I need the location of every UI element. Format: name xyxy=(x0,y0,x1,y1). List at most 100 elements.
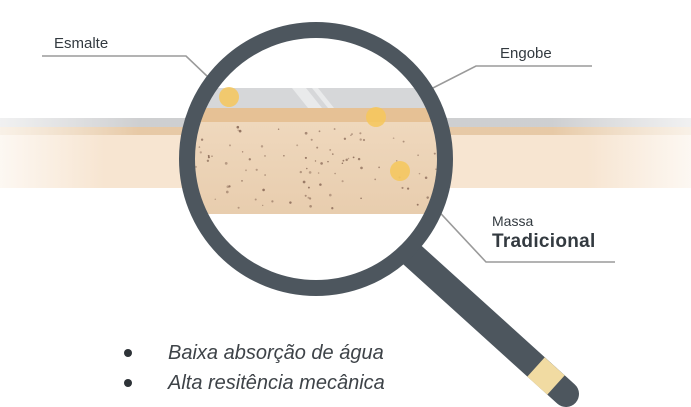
bullet-dot xyxy=(124,379,132,387)
speckle xyxy=(237,206,240,209)
esmalte-label: Esmalte xyxy=(54,35,109,52)
speckle xyxy=(318,130,321,133)
feature-text: Baixa absorção de água xyxy=(168,342,384,364)
magnified-tile-section xyxy=(194,37,438,281)
engobe-dot xyxy=(366,107,386,127)
speckle xyxy=(331,153,334,155)
speckle xyxy=(357,157,361,161)
speckle xyxy=(194,165,198,168)
speckle xyxy=(248,158,251,161)
speckle xyxy=(319,183,322,186)
speckle xyxy=(327,160,329,163)
speckle xyxy=(207,156,210,159)
speckle xyxy=(418,172,421,175)
speckle xyxy=(435,168,437,170)
speckle xyxy=(262,188,265,192)
speckle xyxy=(401,186,404,189)
speckle xyxy=(224,162,228,165)
speckle xyxy=(277,128,280,131)
speckle xyxy=(307,186,310,189)
feature-text: Alta resitência mecânica xyxy=(168,372,385,394)
speckle xyxy=(262,204,264,207)
speckle xyxy=(308,171,312,174)
speckle xyxy=(426,196,429,199)
speckle xyxy=(245,169,247,172)
speckle xyxy=(331,207,334,210)
speckle xyxy=(307,196,310,199)
speckle xyxy=(199,151,202,154)
speckle xyxy=(416,203,419,206)
speckle xyxy=(260,145,264,148)
speckle xyxy=(299,170,302,174)
speckle xyxy=(343,137,347,140)
speckle xyxy=(362,138,366,142)
speckle xyxy=(238,129,242,133)
speckle xyxy=(360,166,363,170)
speckle xyxy=(359,138,362,141)
speckle xyxy=(317,172,320,174)
speckle xyxy=(211,155,213,158)
esmalte-dot xyxy=(219,87,239,107)
speckle xyxy=(207,154,210,157)
speckle xyxy=(289,201,292,204)
speckle xyxy=(241,180,243,182)
speckle xyxy=(200,138,204,141)
speckle xyxy=(308,197,312,200)
engobe-label: Engobe xyxy=(500,45,552,62)
speckle xyxy=(407,187,410,190)
highlight-dots xyxy=(219,87,410,181)
speckle xyxy=(395,160,398,162)
speckle xyxy=(360,197,362,200)
speckle xyxy=(378,166,380,169)
magnifier-ring xyxy=(179,22,453,296)
speckle xyxy=(342,159,345,162)
speckle xyxy=(329,148,332,151)
massa-dot xyxy=(390,161,410,181)
speckle xyxy=(302,180,306,184)
speckle xyxy=(310,138,313,141)
speckle xyxy=(296,144,299,147)
speckle xyxy=(329,193,332,197)
speckle xyxy=(304,131,308,135)
speckle xyxy=(350,134,352,136)
speckle xyxy=(306,167,308,170)
speckle xyxy=(424,176,428,180)
speckle xyxy=(237,129,239,131)
feature-list: Baixa absorção de água Alta resitência m… xyxy=(120,338,385,398)
speckle xyxy=(264,154,266,157)
speckle xyxy=(345,158,348,162)
speckle xyxy=(347,157,350,160)
speckle xyxy=(314,160,317,162)
speckle xyxy=(228,144,232,147)
massa-label-line1: Massa xyxy=(492,213,534,229)
speckle xyxy=(283,154,285,157)
speckle xyxy=(316,146,319,149)
feature-item: Baixa absorção de água xyxy=(120,338,385,368)
feature-item: Alta resitência mecânica xyxy=(120,368,385,398)
speckle xyxy=(206,159,210,162)
speckle xyxy=(241,151,244,153)
speckle xyxy=(352,156,355,159)
speckle xyxy=(198,146,201,148)
speckle xyxy=(333,128,336,130)
speckle xyxy=(271,200,274,203)
speckle xyxy=(374,178,377,181)
bullet-dot xyxy=(124,349,132,357)
speckle xyxy=(304,194,307,197)
speckle xyxy=(359,132,362,135)
speckle xyxy=(417,154,419,157)
speckle xyxy=(351,133,353,136)
speckle xyxy=(264,174,266,176)
speckle xyxy=(341,180,344,183)
speckle xyxy=(341,162,344,164)
speckle xyxy=(228,185,231,188)
speckle xyxy=(254,198,257,201)
speckle xyxy=(309,204,312,208)
speckle xyxy=(236,125,240,129)
speckle xyxy=(392,137,395,140)
speckle xyxy=(402,140,405,143)
speckle xyxy=(255,168,258,171)
speckle xyxy=(304,156,307,159)
speckle xyxy=(225,190,229,194)
